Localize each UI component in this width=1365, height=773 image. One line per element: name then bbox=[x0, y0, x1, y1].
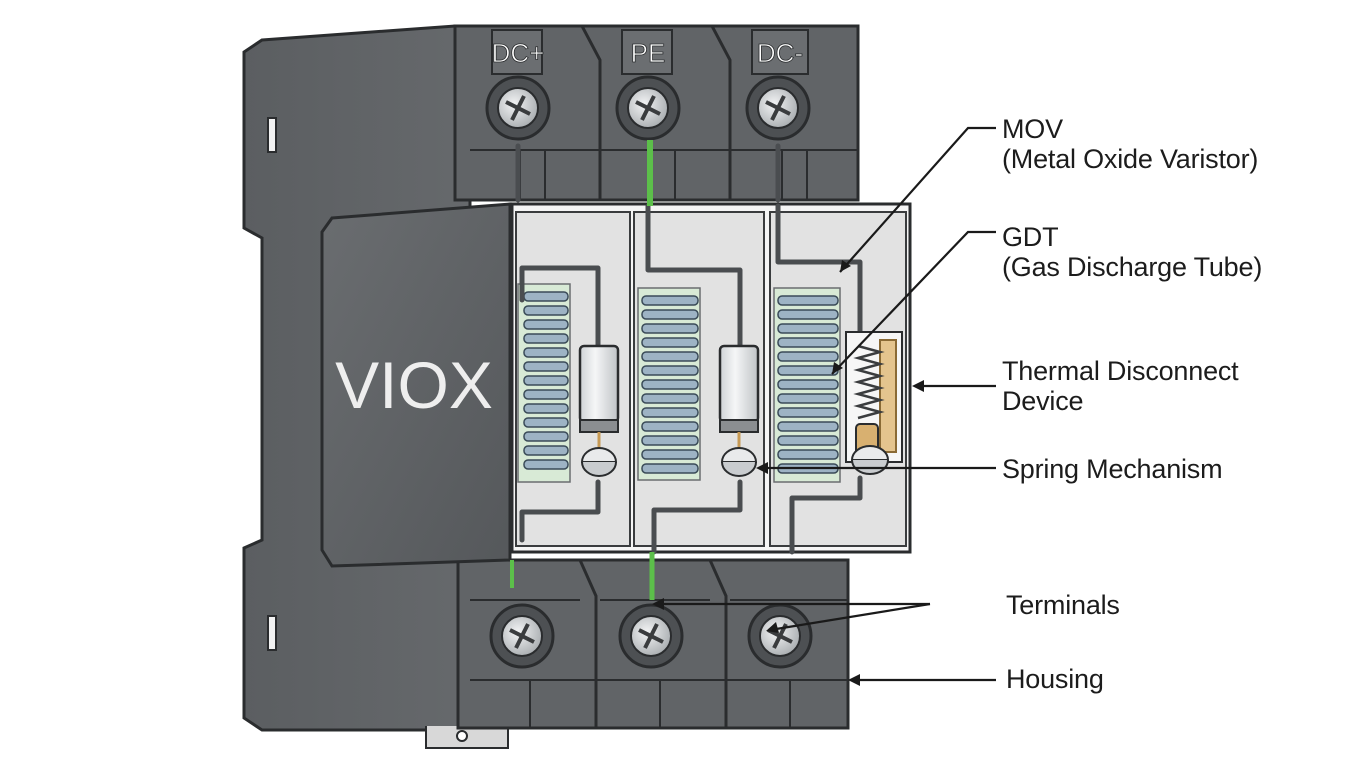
terminal-label-dc-plus: DC+ bbox=[492, 38, 545, 68]
terminal-label-pe: PE bbox=[631, 38, 666, 68]
front-face-panel bbox=[320, 202, 512, 568]
gdt-tube-2 bbox=[718, 344, 760, 477]
callout-terminals-label: Terminals bbox=[1006, 590, 1120, 620]
bottom-screw-terminals bbox=[489, 603, 813, 669]
callout-thermal-disconnect: Thermal Disconnect Device bbox=[1002, 356, 1239, 416]
callout-gdt: GDT (Gas Discharge Tube) bbox=[1002, 222, 1262, 282]
leader-arrowheads bbox=[652, 260, 924, 686]
cutaway-interior bbox=[510, 140, 912, 600]
thermal-disconnect-device bbox=[845, 331, 903, 475]
top-screw-terminals bbox=[485, 75, 811, 141]
mov-stack-1 bbox=[523, 291, 569, 470]
mov-stack-2 bbox=[641, 295, 699, 474]
callout-spring-label: Spring Mechanism bbox=[1002, 454, 1223, 484]
callout-mov-subtitle: (Metal Oxide Varistor) bbox=[1002, 144, 1259, 174]
callout-thermal-line2: Device bbox=[1002, 386, 1084, 416]
callout-housing: Housing bbox=[1006, 664, 1104, 694]
leader-lines bbox=[656, 126, 996, 682]
callout-gdt-subtitle: (Gas Discharge Tube) bbox=[1002, 252, 1263, 282]
mov-stack-3 bbox=[777, 295, 839, 474]
brand-logo: VIOX bbox=[335, 348, 493, 422]
callout-housing-label: Housing bbox=[1006, 664, 1104, 694]
internal-wiring bbox=[515, 143, 863, 555]
terminal-label-dc-minus: DC- bbox=[757, 38, 803, 68]
callout-mov-title: MOV bbox=[1002, 114, 1063, 144]
callout-spring-mechanism: Spring Mechanism bbox=[1002, 454, 1223, 484]
gdt-tube-1 bbox=[578, 344, 620, 477]
callout-terminals: Terminals bbox=[1006, 590, 1120, 620]
callout-thermal-line1: Thermal Disconnect bbox=[1002, 356, 1239, 386]
callout-gdt-title: GDT bbox=[1002, 222, 1059, 252]
callout-mov: MOV (Metal Oxide Varistor) bbox=[1002, 114, 1258, 174]
